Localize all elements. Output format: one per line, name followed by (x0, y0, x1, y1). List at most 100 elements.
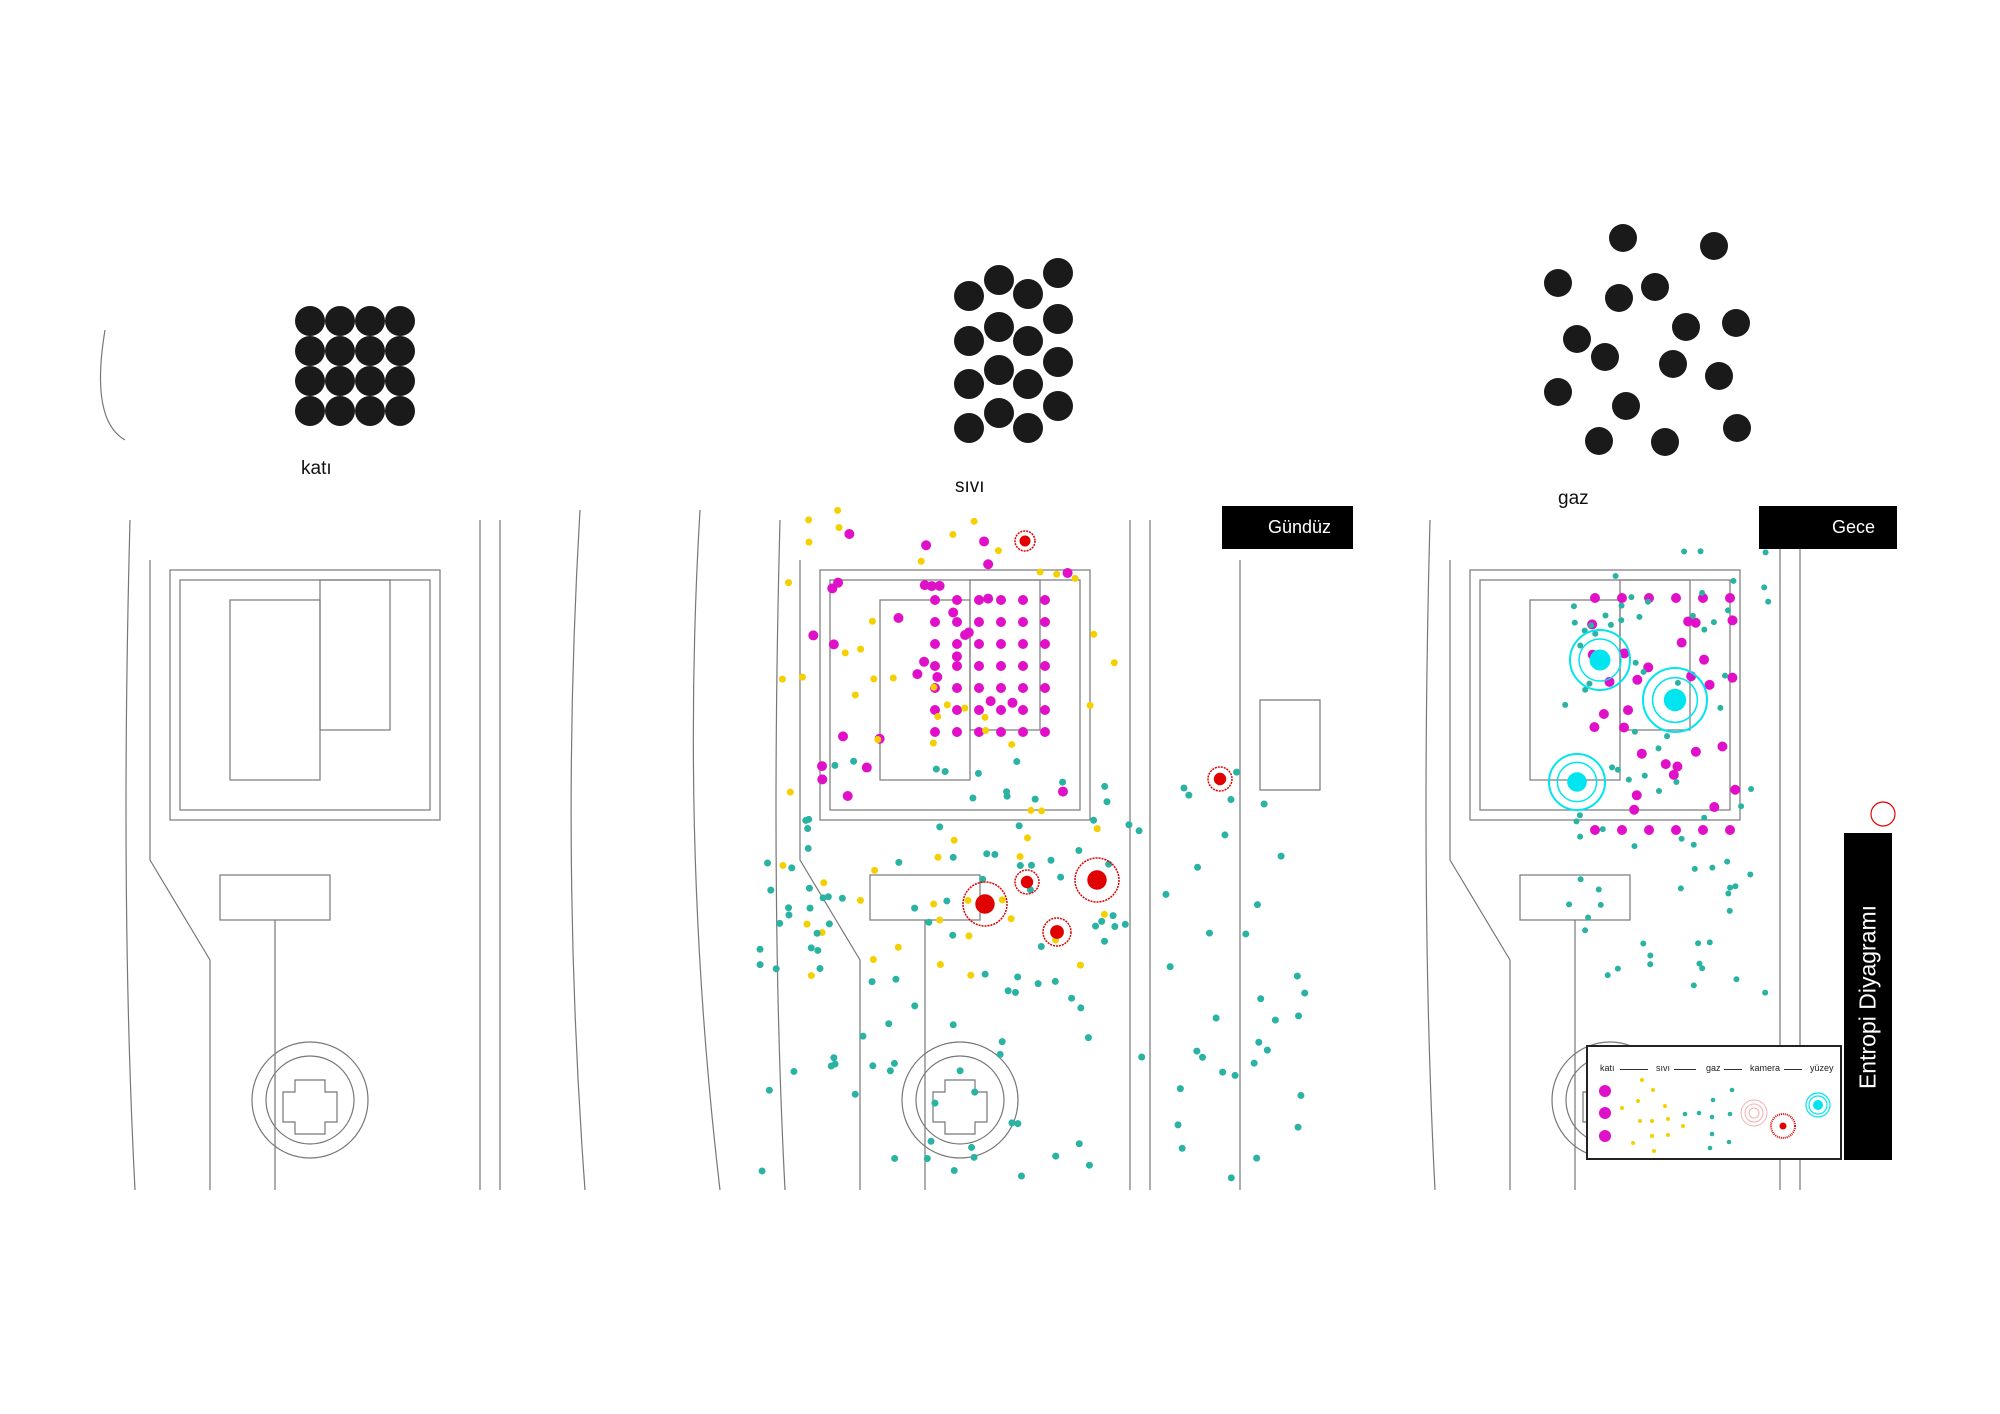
solid-dot (1040, 727, 1050, 737)
camera-ring (1014, 869, 1040, 895)
legend-solid-dot (1599, 1085, 1611, 1097)
solid-dot (974, 683, 984, 693)
gas-dot (1014, 1120, 1022, 1128)
gas-dot (1185, 791, 1193, 799)
legend-gas: gaz (1706, 1063, 1721, 1073)
gas-dot (851, 1090, 859, 1098)
camera-dot (1050, 925, 1064, 939)
legend-gas-dot (1707, 1145, 1713, 1151)
liquid-particle (1043, 304, 1073, 334)
solid-dot (838, 731, 849, 742)
gas-dot (785, 911, 793, 919)
gas-dot (1636, 613, 1643, 620)
solid-dot (1589, 722, 1600, 733)
gas-dot (1075, 846, 1083, 854)
gas-dot (923, 1155, 931, 1163)
gas-dot (1003, 792, 1011, 800)
liquid-dot (949, 530, 957, 538)
legend-liquid-dot (1663, 1104, 1667, 1108)
liquid-dot (1071, 574, 1079, 582)
gas-dot (969, 794, 977, 802)
solid-particle (325, 336, 355, 366)
gas-dot (1722, 672, 1729, 679)
gas-dot (850, 757, 858, 765)
gas-dot (1625, 776, 1632, 783)
gas-dot (1293, 972, 1301, 980)
gas-dot (979, 875, 987, 883)
legend-liquid-dot (1650, 1119, 1654, 1123)
gas-dot (1231, 1071, 1239, 1079)
solid-particle (325, 306, 355, 336)
legend-liquid-dot (1652, 1149, 1656, 1153)
gas-dot (772, 965, 780, 973)
gas-particle (1544, 269, 1572, 297)
gas-dot (1570, 603, 1577, 610)
legend-liquid-dot (1666, 1133, 1670, 1137)
solid-dot (996, 639, 1006, 649)
liquid-particle (1013, 279, 1043, 309)
solid-dot (952, 617, 962, 627)
liquid-dot (851, 691, 859, 699)
gas-dot (1695, 940, 1702, 947)
solid-dot (1018, 683, 1028, 693)
gas-dot (824, 893, 832, 901)
solid-dot (1671, 593, 1681, 603)
gas-dot (1706, 939, 1713, 946)
gas-dot (950, 1166, 958, 1174)
gas-dot (764, 859, 772, 867)
gas-particle (1672, 313, 1700, 341)
camera-dot (1213, 772, 1227, 786)
liquid-dot (869, 956, 877, 964)
site-plans (99, 329, 1801, 1191)
gas-dot (1586, 680, 1593, 687)
solid-dot (1057, 786, 1068, 797)
gas-dot (1612, 573, 1619, 580)
legend-surface: yüzey (1810, 1063, 1834, 1073)
solid-dot (930, 595, 940, 605)
gas-dot (1699, 965, 1706, 972)
liquid-dot (981, 713, 989, 721)
gas-dot (1178, 1144, 1186, 1152)
legend-solid-dot (1599, 1107, 1611, 1119)
gas-dot (1004, 987, 1012, 995)
label-liquid: sıvı (955, 476, 985, 497)
gas-dot (991, 850, 999, 858)
liquid-dot (868, 617, 876, 625)
gas-dot (1655, 745, 1662, 752)
legend-gas-dot (1729, 1087, 1735, 1093)
solid-dot (1040, 639, 1050, 649)
gas-dot (1710, 619, 1717, 626)
gas-dot (1257, 995, 1265, 1003)
gas-dot (941, 768, 949, 776)
solid-dot (996, 617, 1006, 627)
legend-camera-dot (1779, 1122, 1787, 1130)
solid-dot (996, 661, 1006, 671)
gas-dot (1135, 827, 1143, 835)
gas-dot (1602, 612, 1609, 619)
gas-dot (1595, 886, 1602, 893)
gas-dot (1664, 733, 1671, 740)
gas-dot (868, 978, 876, 986)
gas-dot (1037, 942, 1045, 950)
solid-dot (963, 627, 974, 638)
gas-dot (1199, 1053, 1207, 1061)
liquid-dot (779, 861, 787, 869)
solid-dot (930, 661, 940, 671)
solid-dot (816, 761, 827, 772)
liquid-dot (1053, 570, 1061, 578)
solid-dot (974, 705, 984, 715)
solid-dot (1018, 595, 1028, 605)
legend-camera-ring (1748, 1107, 1760, 1119)
gas-dot (1015, 822, 1023, 830)
gas-dot (1577, 642, 1584, 649)
liquid-dot (834, 506, 842, 514)
legend-gas-dot (1727, 1111, 1733, 1117)
gas-dot (1138, 1053, 1146, 1061)
gas-dot (1162, 890, 1170, 898)
gas-dot (1709, 864, 1716, 871)
diagram-title: Entropi Diyagramı (1854, 904, 1881, 1089)
gas-dot (1014, 973, 1022, 981)
gas-dot (1604, 972, 1611, 979)
solid-particle (325, 396, 355, 426)
